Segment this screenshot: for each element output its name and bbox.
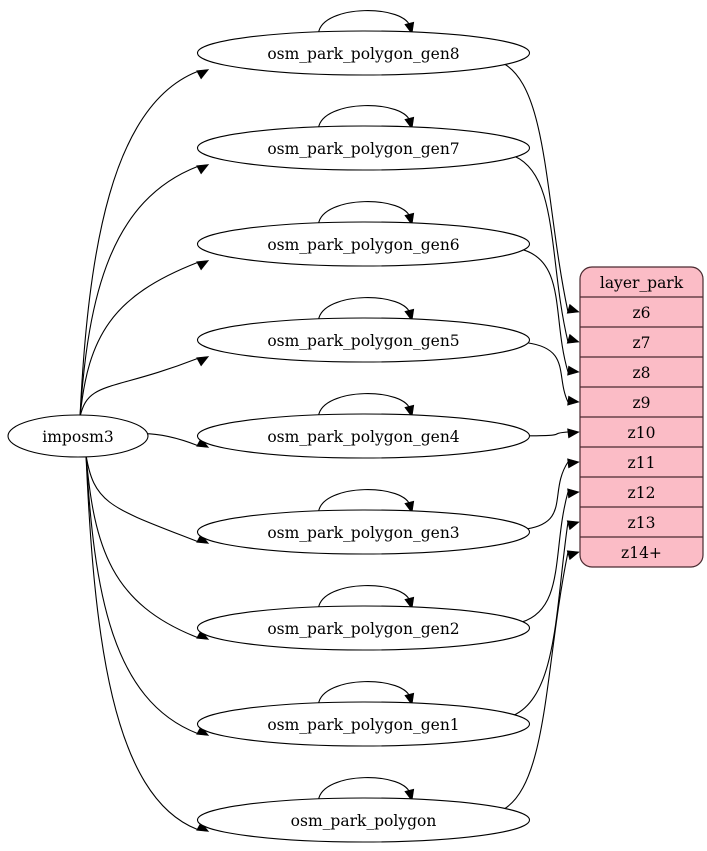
node-imposm3[interactable]: imposm3 [7,414,149,458]
edge-imposm3-to-node-5 [85,454,198,543]
edge-node-1-to-row-1 [514,155,569,343]
edge-node-2-to-row-2 [522,249,569,373]
node-ellipse-shape [196,509,531,555]
edge-arrowhead-row-6 [567,488,580,499]
self-loop-arrowhead-7 [404,692,415,706]
node-ellipse-shape [196,221,531,267]
node-label: osm_park_polygon_gen4 [267,428,459,446]
node-ellipse-shape [196,30,531,76]
edge-imposm3-to-node-6 [85,454,198,639]
edge-imposm3-to-node-0 [79,70,198,418]
edge-node-6-to-row-6 [521,491,569,623]
node-ellipse-shape [196,413,531,459]
edge-arrowhead-row-2 [567,365,580,376]
self-loop-edge-7 [317,681,412,705]
self-loop-edge-5 [317,489,412,513]
node-label: osm_park_polygon_gen2 [267,620,459,638]
edge-arrowhead-row-1 [566,333,580,344]
node-label: osm_park_polygon_gen7 [267,140,459,158]
self-loop-arrowhead-2 [404,212,415,226]
layer-park-table[interactable]: layer_park z6 z7 z8 z9 z10 z11 z12 z13 z14+ [579,266,704,568]
edge-node-7-to-row-7 [513,521,569,716]
self-loop-arrowhead-4 [404,404,415,418]
self-loop-edge-6 [317,585,412,609]
edge-arrowhead-row-0 [566,303,580,314]
layer-park-row-label: z7 [632,334,650,352]
node-osm_park_polygon_gen2[interactable]: osm_park_polygon_gen2 [196,605,531,651]
edge-imposm3-to-node-2 [79,261,198,418]
edge-arrowhead-imposm3-1 [196,164,210,175]
edge-node-4-to-row-4 [528,431,569,437]
self-loop-arrowhead-3 [404,308,415,322]
layer-park-row-label: z9 [632,394,650,412]
layer-park-row-label: z10 [628,424,656,442]
edge-imposm3-to-node-7 [85,454,198,735]
node-osm_park_polygon_gen4[interactable]: osm_park_polygon_gen4 [196,413,531,459]
edge-node-5-to-row-5 [526,461,569,530]
node-label: osm_park_polygon_gen5 [267,332,459,350]
layer-park-record: layer_park z6 z7 z8 z9 z10 z11 z12 z13 z14+ [579,266,704,568]
node-label: osm_park_polygon_gen8 [267,45,459,63]
self-loop-edge-3 [317,297,412,321]
edge-arrowhead-row-4 [567,428,580,439]
edge-arrowhead-row-5 [567,458,580,469]
self-loop-edge-0 [317,10,412,34]
self-loop-arrowhead-5 [404,500,415,514]
node-label: osm_park_polygon_gen1 [267,716,459,734]
node-imposm3-shape [7,414,149,458]
layer-park-row-label: z6 [632,304,650,322]
node-osm_park_polygon_gen7[interactable]: osm_park_polygon_gen7 [196,125,531,171]
node-osm_park_polygon_gen8[interactable]: osm_park_polygon_gen8 [196,30,531,76]
self-loop-arrowhead-1 [404,116,415,130]
edge-arrowhead-imposm3-2 [196,260,210,271]
node-label: osm_park_polygon_gen3 [267,524,459,542]
layer-park-row-label: z11 [628,454,656,472]
node-ellipse-shape [196,797,531,843]
edge-imposm3-to-node-8 [85,454,198,831]
node-imposm3-label: imposm3 [42,428,113,446]
layer-park-row-label: z14+ [621,544,662,562]
self-loop-edge-2 [317,201,412,225]
self-loop-edge-1 [317,105,412,129]
edge-node-3-to-row-3 [526,342,569,403]
layer-park-row-label: z8 [632,364,650,382]
edge-node-0-to-row-0 [503,63,569,313]
edge-arrowhead-imposm3-0 [196,69,210,80]
node-ellipse-shape [196,701,531,747]
layer-park-row-label: z13 [628,514,656,532]
node-osm_park_polygon_gen3[interactable]: osm_park_polygon_gen3 [196,509,531,555]
node-osm_park_polygon_gen1[interactable]: osm_park_polygon_gen1 [196,701,531,747]
self-loop-edge-4 [317,393,412,417]
node-label: osm_park_polygon [291,812,437,830]
node-osm_park_polygon_gen6[interactable]: osm_park_polygon_gen6 [196,221,531,267]
edge-arrowhead-imposm3-3 [196,356,210,367]
node-ellipse-shape [196,605,531,651]
edge-imposm3-to-node-1 [79,165,198,418]
edge-node-8-to-row-8 [503,551,569,810]
layer-park-row-label: z12 [628,484,656,502]
edge-imposm3-to-node-3 [79,357,198,418]
edge-arrowhead-row-8 [566,550,580,561]
node-ellipse-shape [196,317,531,363]
self-loop-arrowhead-8 [404,788,415,802]
self-loop-edge-8 [317,777,412,801]
self-loop-arrowhead-6 [404,596,415,610]
node-osm_park_polygon[interactable]: osm_park_polygon [196,797,531,843]
self-loop-arrowhead-0 [404,21,415,35]
edge-arrowhead-row-7 [566,520,580,531]
layer-park-header-label: layer_park [600,274,684,292]
edge-arrowhead-row-3 [567,395,580,406]
node-ellipse-shape [196,125,531,171]
node-label: osm_park_polygon_gen6 [267,236,459,254]
node-osm_park_polygon_gen5[interactable]: osm_park_polygon_gen5 [196,317,531,363]
nodes-layer: imposm3 osm_park_polygon_gen8 osm_park_pol… [7,30,531,843]
